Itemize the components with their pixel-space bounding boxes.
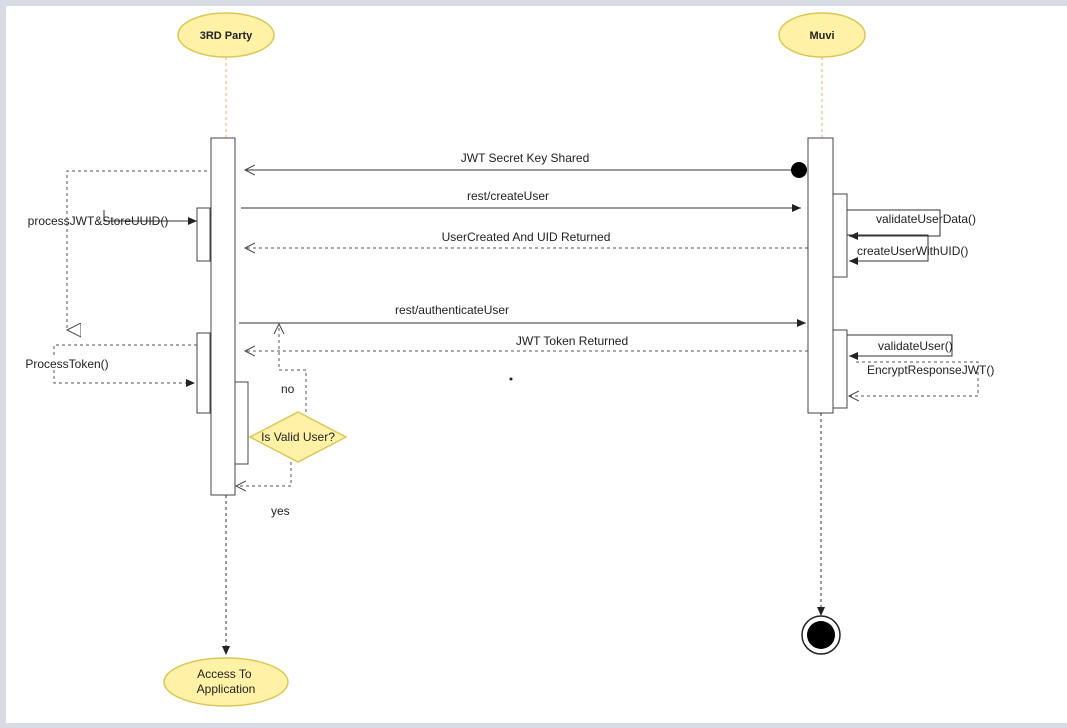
- stray-dot: [509, 377, 513, 381]
- muvi-activation: [807, 137, 834, 414]
- actor-access-to-application: Access To Application: [163, 657, 289, 707]
- self-call-process-token: ProcessToken(): [22, 170, 207, 387]
- message-user-created: UserCreated And UID Returned: [245, 230, 808, 248]
- actor-muvi-label: Muvi: [809, 30, 834, 42]
- message-secret-key: JWT Secret Key Shared: [245, 151, 807, 178]
- self-call-create-user-with-uid: createUserWithUID(): [847, 234, 968, 265]
- third-party-activation: [210, 137, 236, 496]
- end-actor-label: Access To Application: [197, 667, 256, 696]
- self-call-validate-user: validateUser(): [847, 334, 953, 360]
- actor-third-party: 3RD Party: [177, 12, 275, 58]
- message-authenticate-user-label: rest/authenticateUser: [395, 303, 509, 317]
- decision-is-valid-user: Is Valid User?: [248, 411, 348, 463]
- initial-state-icon: [791, 162, 807, 178]
- self-call-encrypt-response: EncryptResponseJWT(): [849, 361, 994, 396]
- self-call-create-user-with-uid-label: createUserWithUID(): [857, 244, 968, 258]
- muvi-activation-create: [832, 193, 848, 278]
- decision-no-label: no: [281, 382, 295, 396]
- self-call-encrypt-response-label: EncryptResponseJWT(): [867, 363, 994, 377]
- self-call-process-jwt: processJWT&StoreUUID(): [28, 210, 197, 228]
- third-party-activation-validation: [234, 381, 249, 465]
- third-party-activation-process-jwt: [196, 207, 211, 262]
- actor-third-party-label: 3RD Party: [200, 30, 253, 42]
- self-call-process-token-label: ProcessToken(): [25, 357, 108, 371]
- sequence-diagram: 3RD Party Muvi Access To Application JWT…: [22, 12, 994, 707]
- message-create-user: rest/createUser: [241, 189, 801, 212]
- self-call-validate-user-label: validateUser(): [878, 339, 953, 353]
- self-call-validate-user-data: validateUserData(): [847, 209, 976, 240]
- muvi-activation-auth: [832, 329, 848, 409]
- message-authenticate-user: rest/authenticateUser: [239, 303, 806, 327]
- message-create-user-label: rest/createUser: [467, 189, 549, 203]
- decision-yes-label: yes: [271, 504, 290, 518]
- message-secret-key-label: JWT Secret Key Shared: [461, 151, 590, 165]
- message-user-created-label: UserCreated And UID Returned: [442, 230, 611, 244]
- decision-no-branch: no: [279, 324, 307, 412]
- final-state-icon: [801, 615, 841, 655]
- message-token-returned: JWT Token Returned: [245, 334, 808, 351]
- diagram-canvas: 3RD Party Muvi Access To Application JWT…: [6, 6, 1067, 723]
- third-party-activation-process-token: [196, 332, 211, 414]
- self-call-validate-user-data-label: validateUserData(): [876, 212, 976, 226]
- self-call-process-jwt-label: processJWT&StoreUUID(): [28, 214, 169, 228]
- decision-yes-branch: yes: [236, 462, 292, 518]
- actor-muvi: Muvi: [778, 12, 866, 58]
- message-token-returned-label: JWT Token Returned: [516, 334, 628, 348]
- decision-label: Is Valid User?: [261, 430, 335, 444]
